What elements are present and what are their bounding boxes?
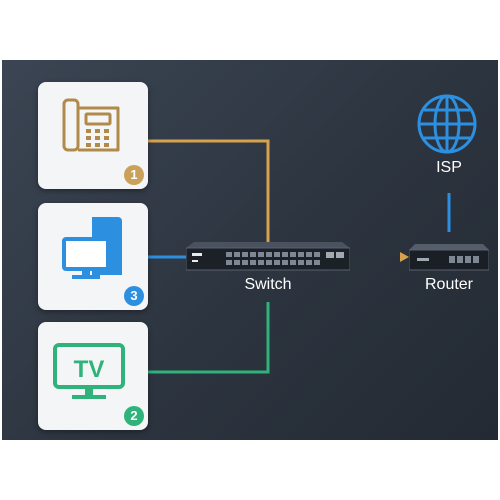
phone-card: 1 [38, 82, 148, 189]
switch-label: Switch [244, 276, 292, 293]
tv-screen-text: TV [74, 356, 105, 383]
router-label: Router [424, 276, 474, 293]
tv-card: TV 2 [38, 322, 148, 430]
phone-icon [62, 98, 120, 152]
isp-label: ISP [436, 159, 462, 176]
computer-card: 3 [38, 203, 148, 310]
phone-badge: 1 [124, 165, 144, 185]
tv-link [148, 302, 270, 374]
tv-badge: 2 [124, 406, 144, 426]
router-icon [409, 244, 489, 271]
computer-badge: 3 [124, 286, 144, 306]
uplink-arrow [400, 252, 409, 262]
switch-icon [186, 242, 350, 271]
computer-icon [62, 217, 122, 279]
tv-icon: TV [53, 343, 125, 399]
phone-link [148, 139, 270, 244]
globe-icon [417, 94, 477, 154]
